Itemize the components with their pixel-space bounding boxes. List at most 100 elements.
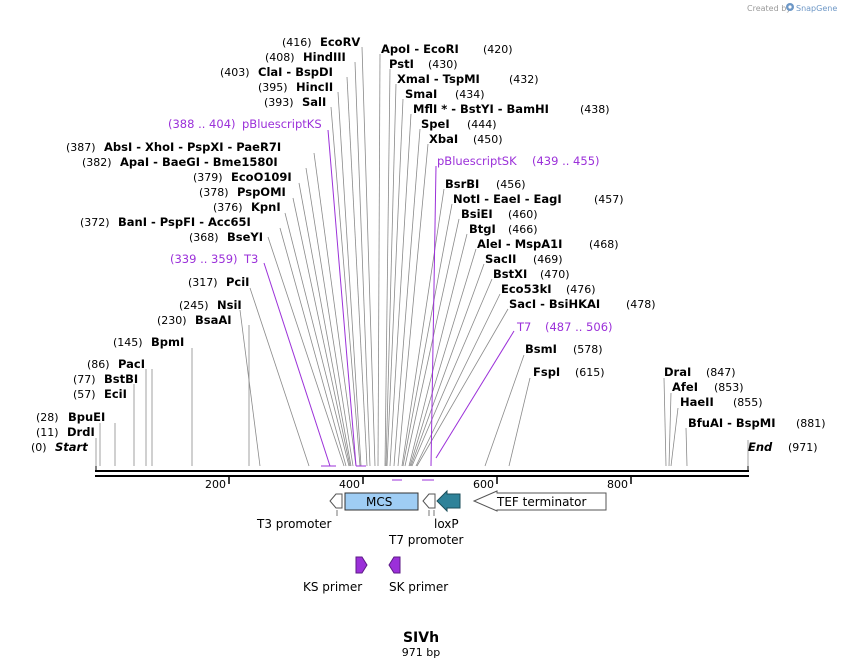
site-eco53ki: Eco53kI (476) [501, 282, 596, 296]
primer-range: (487 .. 506) [545, 320, 613, 334]
tick-200: 200 [205, 478, 226, 491]
site-pos: (434) [455, 88, 485, 101]
site-psti: PstI (430) [389, 57, 458, 71]
site-pos: (28) [36, 411, 59, 424]
site-name: BstBI [104, 372, 138, 386]
tef-terminator-label: TEF terminator [496, 495, 586, 509]
site-pos: (578) [573, 343, 603, 356]
map-subtitle: 971 bp [402, 646, 440, 659]
leader-bani [279, 227, 347, 467]
site-pos: (372) [80, 216, 110, 229]
site-name: PstI [389, 57, 414, 71]
site-name: ApoI - EcoRI [381, 42, 459, 56]
site-pos: (0) [31, 441, 47, 454]
axis-ticks: 200 400 600 800 [205, 477, 632, 491]
leader-mfli [389, 113, 412, 467]
site-pos: (408) [265, 51, 295, 64]
site-name: BtgI [469, 222, 496, 236]
site-name: BseYI [227, 230, 263, 244]
site-pos: (450) [473, 133, 503, 146]
loxp-arrow [436, 489, 461, 513]
site-pos: (382) [82, 156, 112, 169]
site-apai: (382) ApaI - BaeGI - Bme1580I [82, 155, 278, 169]
leader-pcii [249, 287, 310, 467]
t3-promoter-label: T3 promoter [256, 517, 332, 531]
site-pos: (469) [533, 253, 563, 266]
site-name: AbsI - XhoI - PspXI - PaeR7I [104, 140, 281, 154]
site-name: BfuAI - BspMI [688, 416, 775, 430]
site-bfuai: BfuAI - BspMI (881) [688, 416, 826, 430]
site-pos: (86) [87, 358, 110, 371]
site-name: BanI - PspFI - Acc65I [118, 215, 251, 229]
site-pos: (478) [626, 298, 656, 311]
site-name: KpnI [251, 200, 281, 214]
site-name: EcoRV [320, 35, 360, 49]
site-name: BstXI [493, 267, 527, 281]
primer-range: (339 .. 359) [170, 252, 238, 266]
site-pos: (456) [496, 178, 526, 191]
leader-hincii [337, 91, 362, 467]
site-pos: (432) [509, 73, 539, 86]
leader-apoi [377, 53, 381, 467]
site-pos: (57) [73, 388, 96, 401]
leader-noti [402, 203, 453, 467]
site-bpmi: (145) BpmI [113, 335, 184, 349]
leader-alei [409, 248, 477, 467]
site-name: XmaI - TspMI [397, 72, 480, 86]
site-name: SacI - BsiHKAI [509, 297, 600, 311]
site-leaders [95, 46, 749, 467]
site-name: MflI * - BstYI - BamHI [413, 102, 549, 116]
leader-hindiii [354, 61, 371, 467]
leader-saci [416, 308, 509, 467]
site-spei: SpeI (444) [421, 117, 497, 131]
site-name: ApaI - BaeGI - Bme1580I [120, 155, 278, 169]
site-bsrbi: BsrBI (456) [445, 177, 526, 191]
site-pos: (615) [575, 366, 605, 379]
site-pos: (460) [508, 208, 538, 221]
leader-spei [393, 128, 421, 467]
mcs-box [344, 492, 419, 511]
site-name: BsmI [525, 342, 557, 356]
leader-eco53ki [415, 293, 501, 467]
leader-xmai [385, 83, 397, 467]
site-name: Start [55, 440, 88, 454]
snapgene-logo-icon [786, 3, 794, 11]
site-pos: (145) [113, 336, 143, 349]
leader-kpni [284, 212, 350, 467]
leader-t7 [435, 330, 515, 459]
site-hincii: (395) HincII [258, 80, 333, 94]
site-pos: (466) [508, 223, 538, 236]
site-bstbi: (77) BstBI [73, 372, 138, 386]
site-btgi: BtgI (466) [469, 222, 538, 236]
site-name: HaeII [680, 395, 714, 409]
site-name: HincII [296, 80, 333, 94]
site-smai: SmaI (434) [405, 87, 485, 101]
site-pos: (376) [213, 201, 243, 214]
site-pos: (881) [796, 417, 826, 430]
leader-psti [384, 68, 391, 467]
ks-primer-arrow [355, 556, 368, 574]
sk-primer-arrow [388, 556, 401, 574]
tef-terminator-arrow [472, 490, 607, 512]
leader-eco0109i [298, 182, 352, 467]
map-title: SIVh [403, 630, 439, 646]
leader-nsii [239, 309, 261, 467]
leader-bsrbi [401, 188, 445, 467]
primer-pbluescriptks: (388 .. 404) pBluescriptKS [168, 117, 322, 131]
site-name: AfeI [672, 380, 698, 394]
leader-afei [668, 392, 672, 467]
site-ecii: (57) EciI [73, 387, 127, 401]
site-saci: SacI - BsiHKAI (478) [509, 297, 656, 311]
site-pos: (245) [179, 299, 209, 312]
site-bani: (372) BanI - PspFI - Acc65I [80, 215, 251, 229]
credit-brand: SnapGene [796, 4, 837, 13]
site-xbai: XbaI (450) [429, 132, 503, 146]
site-clai: (403) ClaI - BspDI [220, 65, 333, 79]
site-drai: DraI (847) [664, 365, 736, 379]
site-pos: (853) [714, 381, 744, 394]
credit: Created by SnapGene [747, 3, 837, 13]
site-pos: (855) [733, 396, 763, 409]
primer-name: T7 [516, 320, 531, 334]
leader-pbluescriptks [327, 129, 357, 467]
